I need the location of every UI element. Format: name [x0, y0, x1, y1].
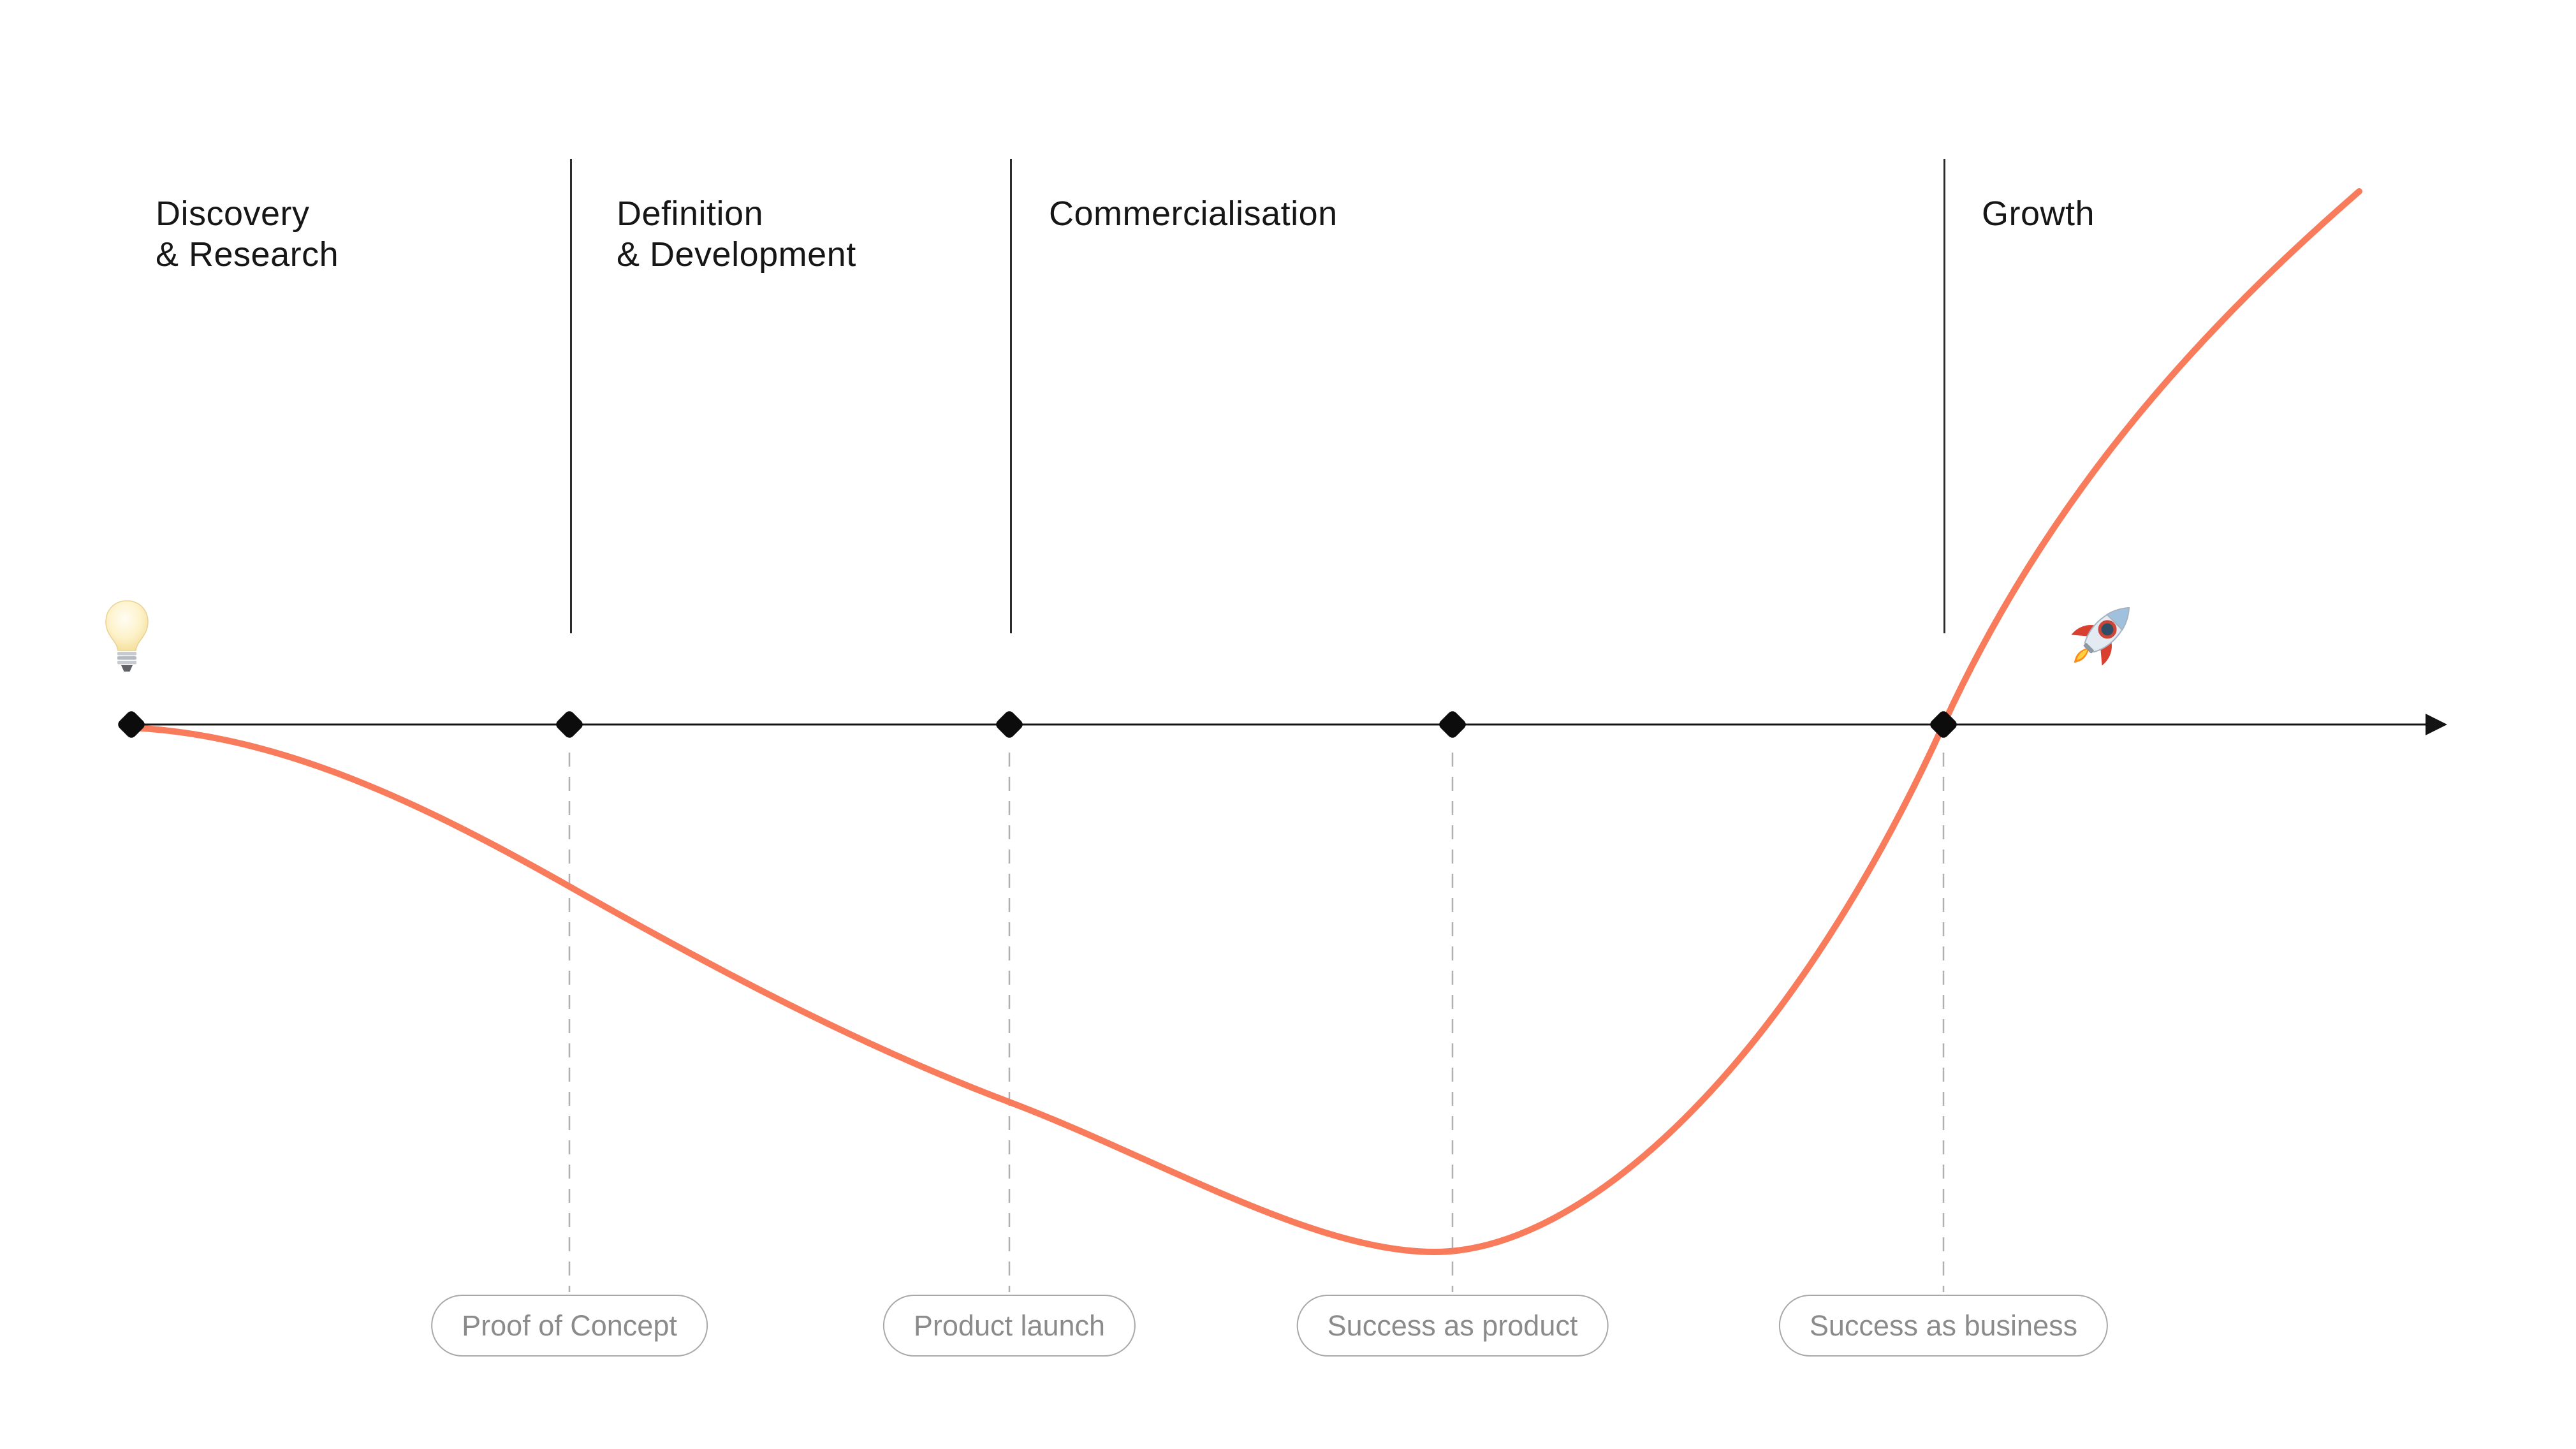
milestone-diamond [118, 711, 145, 738]
phase-label-definition: Definition & Development [617, 195, 856, 274]
phase-label-commercialisation: Commercialisation [1049, 195, 1338, 233]
phase-label-discovery: Discovery & Research [156, 195, 339, 274]
milestone-diamond [556, 711, 583, 738]
milestone-pill-success-as-business: Success as business [1778, 1295, 2109, 1357]
milestone-diamond [996, 711, 1023, 738]
milestone-diamond [1439, 711, 1466, 738]
rocket-icon [2065, 594, 2141, 679]
dashed-connectors [568, 753, 1945, 1292]
milestone-pill-product-launch: Product launch [882, 1295, 1136, 1357]
milestone-pill-success-as-product: Success as product [1296, 1295, 1609, 1357]
phase-separator [570, 159, 572, 633]
lightbulb-icon [103, 599, 150, 675]
axis-arrowhead [2426, 714, 2447, 735]
phase-separator [1943, 159, 1945, 633]
milestone-diamonds [118, 711, 1957, 738]
journey-curve [129, 188, 2362, 1256]
phase-label-growth: Growth [1982, 195, 2095, 233]
milestone-diamond [1930, 711, 1957, 738]
milestone-pill-proof-of-concept: Proof of Concept [431, 1295, 708, 1357]
phase-separator [1010, 159, 1012, 633]
